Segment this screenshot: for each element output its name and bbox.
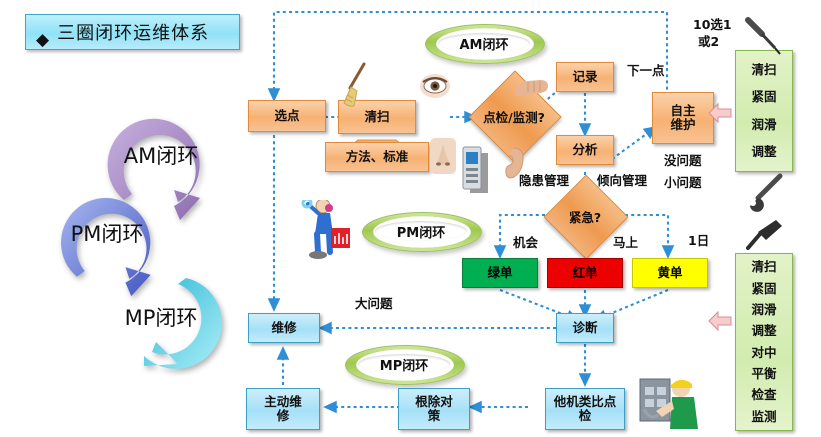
node-other-machine-inspection[interactable]: 他机类比点 检: [545, 388, 625, 430]
panel-am-task-1: 紧固: [751, 89, 777, 105]
node-other-machine-inspection-line1: 他机类比点: [553, 393, 617, 409]
label-no-problem: 没问题: [664, 153, 702, 168]
loop-badge-mp: MP闭环: [345, 345, 465, 385]
label-next-point: 下一点: [627, 63, 665, 78]
node-other-machine-inspection-line2: 检: [578, 408, 592, 423]
loop-badge-pm: PM闭环: [362, 212, 482, 252]
screwdriver-icon: [742, 16, 784, 56]
panel-pm-task-3: 调整: [751, 323, 777, 339]
panel-am-task-0: 清扫: [751, 62, 777, 78]
loop-ellipse-am-inner: [437, 33, 530, 53]
loop-ellipse-mp-inner: [357, 354, 450, 374]
ring-pm-label: PM闭环: [70, 222, 144, 246]
node-select-point[interactable]: 选点: [248, 100, 326, 132]
card-yellow-label: 黄单: [657, 264, 683, 280]
node-repair-label: 维修: [271, 319, 297, 335]
node-eradication-measure-line1: 根除对: [415, 393, 453, 409]
worker-with-toolbox-icon: [298, 197, 351, 262]
card-red-label: 红单: [572, 264, 598, 280]
panel-pm-task-1: 紧固: [751, 280, 777, 296]
panel-am-tasks: 清扫 紧固 润滑 调整: [735, 50, 793, 172]
node-eradication-measure[interactable]: 根除对 策: [398, 388, 470, 430]
decision-inspection-label: 点检/监测?: [483, 109, 545, 125]
label-immediately: 马上: [613, 235, 639, 250]
node-active-maintenance[interactable]: 主动维 修: [246, 388, 320, 430]
loop-badge-am-label: AM闭环: [459, 37, 509, 53]
node-diagnosis[interactable]: 诊断: [556, 313, 614, 343]
hammer-icon: [746, 218, 786, 252]
panel-pm-task-6: 检查: [751, 387, 777, 403]
node-autonomous-maintenance-line1: 自主: [670, 102, 696, 118]
node-active-maintenance-line2: 修: [276, 408, 290, 423]
page-title: 三圈闭环运维体系: [57, 23, 210, 44]
label-small-problem: 小问题: [664, 175, 702, 190]
ring-mp: MP闭环: [88, 252, 222, 386]
worker-inspecting-panel-icon: [636, 375, 708, 433]
panel-pm-task-2: 润滑: [751, 301, 777, 317]
node-autonomous-maintenance-line2: 维护: [670, 117, 696, 132]
panel-am-task-3: 调整: [751, 143, 777, 159]
node-active-maintenance-line1: 主动维: [264, 393, 302, 409]
node-analysis[interactable]: 分析: [556, 135, 614, 165]
title-banner: ◆ 三圈闭环运维体系: [25, 14, 240, 50]
ear-icon: [500, 146, 526, 180]
node-repair[interactable]: 维修: [248, 313, 320, 343]
card-green-label: 绿单: [487, 264, 513, 280]
loop-badge-mp-label: MP闭环: [379, 358, 429, 374]
ring-pm: PM闭环: [42, 172, 172, 302]
loop-ellipse-pm-inner: [374, 221, 467, 241]
panel-pm-task-7: 监测: [751, 408, 777, 424]
node-record-label: 记录: [572, 68, 598, 84]
panel-pm-task-5: 平衡: [751, 365, 777, 381]
node-cleaning-label: 清扫: [364, 108, 390, 124]
panel-am-task-2: 润滑: [751, 116, 777, 132]
node-method-standard[interactable]: 方法、标准: [325, 142, 429, 172]
panel-pm-task-0: 清扫: [751, 259, 777, 275]
card-yellow[interactable]: 黄单: [632, 258, 708, 288]
ring-am-label: AM闭环: [123, 144, 199, 168]
panel-pm-tasks: 清扫 紧固 润滑 调整 对中 平衡 检查 监测: [735, 253, 793, 431]
label-one-day: 1日: [688, 233, 710, 248]
ring-am: AM闭环: [88, 92, 222, 226]
handheld-meter-icon: [460, 145, 490, 195]
eye-icon: [419, 72, 451, 100]
panel-pm-task-4: 对中: [751, 344, 777, 360]
hand-icon: [512, 74, 550, 100]
node-method-standard-label: 方法、标准: [345, 148, 409, 164]
label-opportunity: 机会: [513, 235, 539, 250]
label-ten-choose-or2: 或2: [698, 34, 720, 49]
node-autonomous-maintenance[interactable]: 自主 维护: [652, 92, 714, 144]
broom-icon: [338, 62, 374, 108]
decision-urgent-label: 紧急?: [568, 209, 602, 225]
loop-badge-pm-label: PM闭环: [396, 225, 446, 241]
ring-mp-label: MP闭环: [124, 306, 198, 330]
label-big-problem: 大问题: [355, 296, 393, 311]
wrench-icon: [742, 172, 786, 214]
node-diagnosis-label: 诊断: [572, 319, 598, 335]
node-select-point-label: 选点: [274, 107, 300, 123]
card-green[interactable]: 绿单: [462, 258, 538, 288]
decision-inspection-monitoring[interactable]: 点检/监测?: [468, 70, 562, 164]
label-hidden-danger-management: 隐患管理: [519, 173, 570, 188]
loop-badge-am: AM闭环: [425, 24, 545, 64]
label-trend-management: 倾向管理: [597, 173, 648, 188]
pink-left-arrow-icon-top: [707, 100, 733, 126]
nose-icon: [428, 136, 458, 176]
node-record[interactable]: 记录: [556, 62, 614, 92]
decision-urgent[interactable]: 紧急?: [543, 174, 629, 260]
node-analysis-label: 分析: [572, 141, 598, 157]
card-red[interactable]: 红单: [547, 258, 623, 288]
node-eradication-measure-line2: 策: [427, 408, 441, 423]
pink-left-arrow-icon-bottom: [707, 308, 733, 334]
label-ten-choose-1: 10选1: [693, 17, 732, 32]
